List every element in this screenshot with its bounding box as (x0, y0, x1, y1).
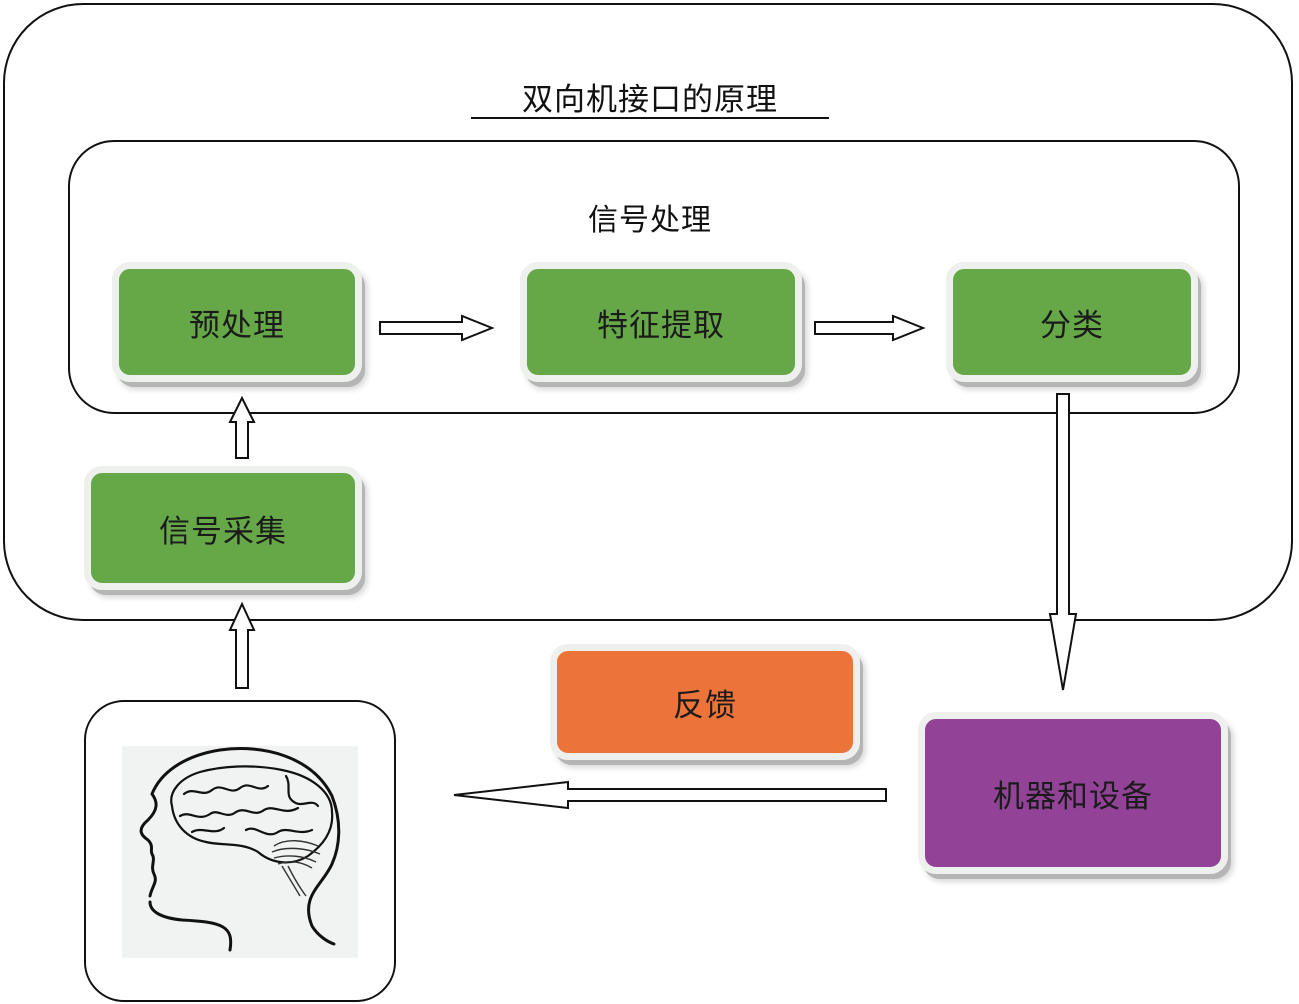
arrow-down-icon (1048, 393, 1078, 691)
signal-processing-label: 信号处理 (588, 203, 712, 238)
preprocessing-label: 预处理 (189, 307, 285, 344)
feedback-box: 反馈 (550, 644, 860, 760)
signal-acquisition-label: 信号采集 (159, 513, 287, 550)
feature-extraction-label: 特征提取 (597, 307, 725, 344)
arrow-left-icon (453, 780, 887, 810)
feature-extraction-box: 特征提取 (520, 262, 802, 382)
title-underline (471, 117, 829, 119)
preprocessing-box: 预处理 (112, 262, 362, 382)
arrow-up-icon (228, 601, 256, 689)
feedback-label: 反馈 (673, 687, 737, 724)
bci-system-frame (3, 3, 1293, 621)
devices-box: 机器和设备 (918, 712, 1228, 874)
signal-acquisition-box: 信号采集 (84, 466, 362, 590)
arrow-right-icon (814, 314, 926, 342)
arrow-up-icon (228, 395, 256, 459)
diagram-title: 双向机接口的原理 (522, 82, 778, 118)
devices-label: 机器和设备 (993, 778, 1153, 815)
classification-box: 分类 (946, 262, 1198, 382)
arrow-right-icon (379, 314, 495, 342)
classification-label: 分类 (1040, 307, 1104, 344)
brain-icon (122, 746, 358, 958)
